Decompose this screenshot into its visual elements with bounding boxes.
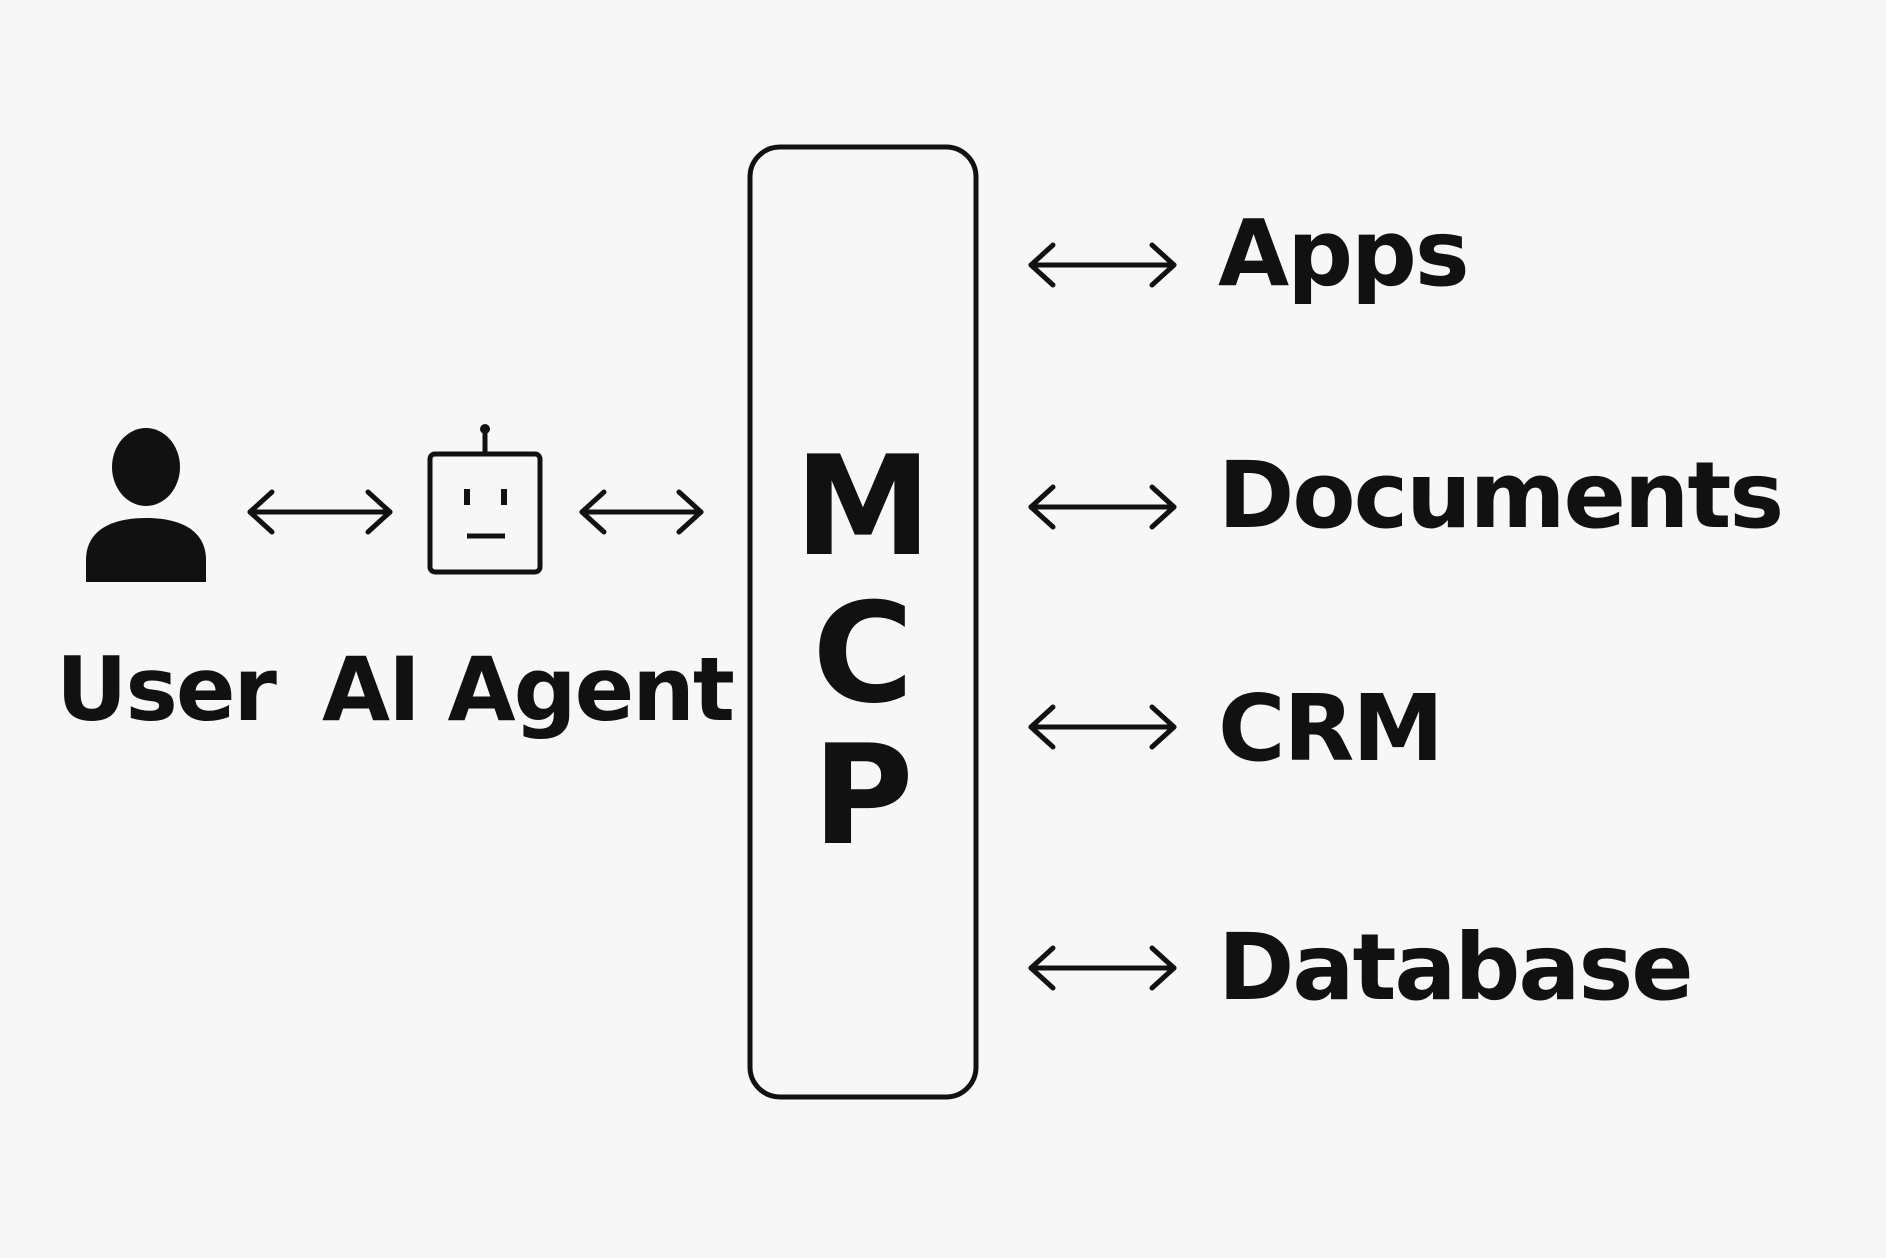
double-arrow-icon [247, 489, 393, 535]
mcp-letter-c: C [812, 573, 914, 734]
target-label-apps: Apps [1218, 200, 1470, 307]
mcp-letter-p: P [812, 715, 914, 876]
double-arrow-icon [1028, 484, 1177, 530]
user-label: User [56, 638, 277, 741]
double-arrow-icon [1028, 704, 1177, 750]
mcp-box [747, 144, 979, 1100]
ai-agent-label: AI Agent [322, 638, 735, 741]
double-arrow-icon [579, 489, 704, 535]
target-label-crm: CRM [1218, 675, 1444, 782]
target-label-documents: Documents [1218, 442, 1784, 549]
double-arrow-icon [1028, 242, 1177, 288]
robot-icon [427, 424, 543, 575]
person-icon [86, 428, 206, 582]
double-arrow-icon [1028, 945, 1177, 991]
mcp-letter-m: M [794, 426, 932, 587]
target-label-database: Database [1218, 914, 1694, 1021]
